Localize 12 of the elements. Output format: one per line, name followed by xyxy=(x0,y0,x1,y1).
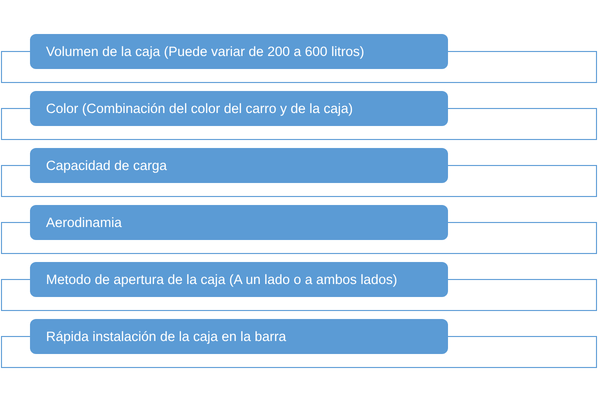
item-text: Color (Combinación del color del carro y de la caja) xyxy=(46,101,353,116)
list-item-box xyxy=(30,205,448,240)
list-item-box xyxy=(30,34,448,69)
list-item-box xyxy=(30,148,448,183)
item-text: Volumen de la caja (Puede variar de 200 a 600 litros) xyxy=(46,44,364,59)
item-text: Rápida instalación de la caja en la barra xyxy=(46,329,286,344)
list-item-box xyxy=(30,262,448,297)
item-text: Capacidad de carga xyxy=(46,158,167,173)
list-item-box xyxy=(30,319,448,354)
list-item-box xyxy=(30,91,448,126)
item-text: Metodo de apertura de la caja (A un lado o a ambos lados) xyxy=(46,272,398,287)
item-text: Aerodinamia xyxy=(46,215,122,230)
